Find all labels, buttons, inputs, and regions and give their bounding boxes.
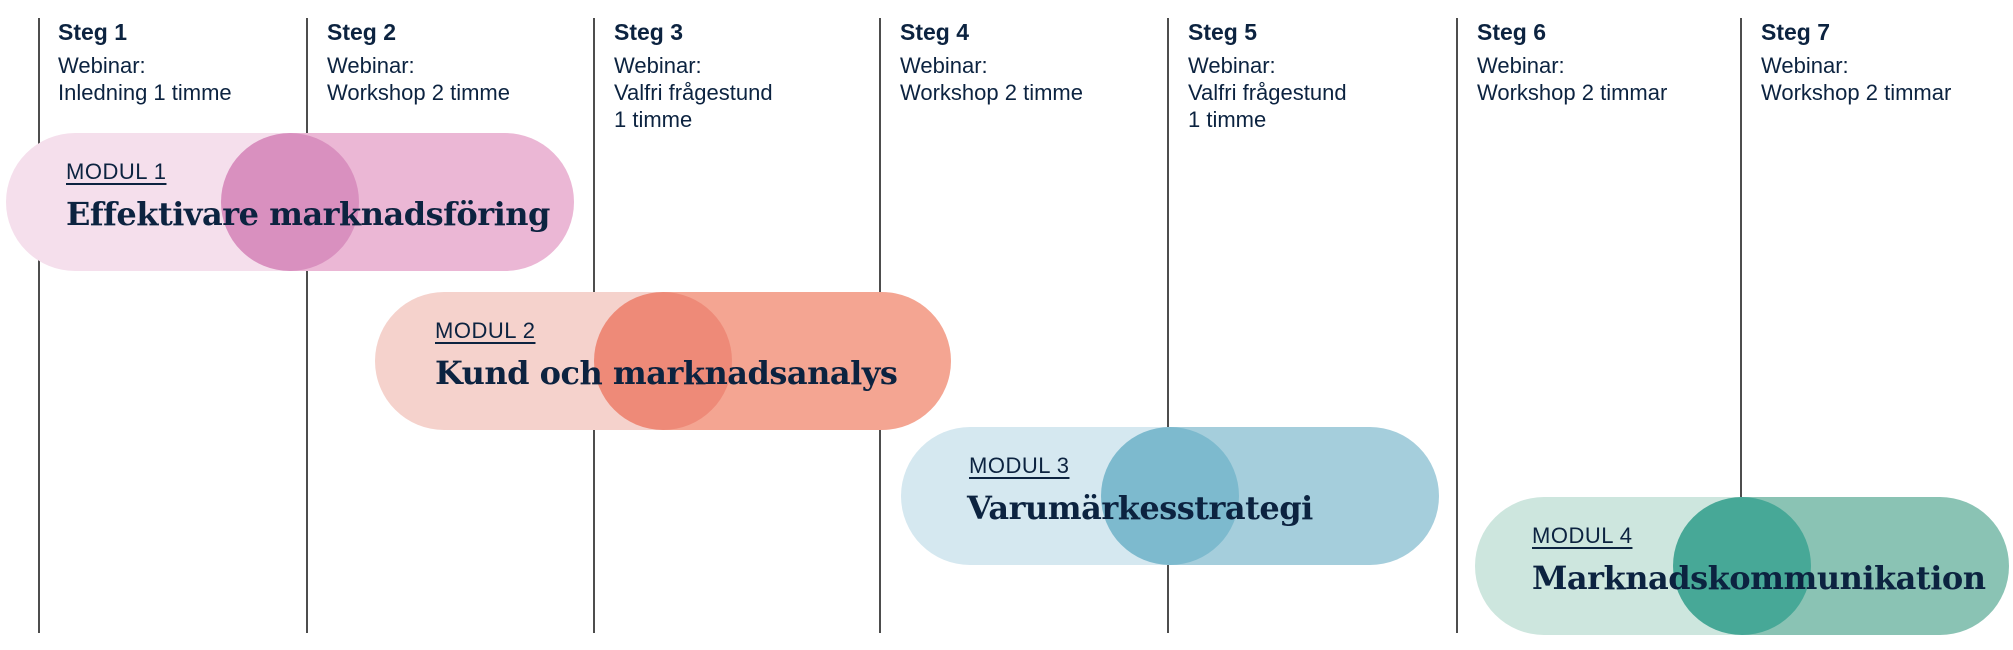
step-title: Steg 5 (1188, 19, 1258, 45)
step-6: Steg 6 Webinar: Workshop 2 timmar (1477, 18, 1747, 106)
step-title: Steg 7 (1761, 19, 1831, 45)
step-7: Steg 7 Webinar: Workshop 2 timmar (1761, 18, 2013, 106)
module-1-pill: MODUL 1 Effektivare marknadsföring (6, 133, 574, 271)
step-description: Webinar: Inledning 1 timme (58, 53, 232, 105)
step-title: Steg 1 (58, 19, 128, 45)
module-2-pill: MODUL 2 Kund och marknadsanalys (375, 292, 951, 430)
step-description: Webinar: Valfri frågestund 1 timme (1188, 53, 1347, 132)
module-title: Varumärkesstrategi (967, 489, 1313, 527)
step-description: Webinar: Workshop 2 timmar (1761, 53, 1952, 105)
module-pill-overlap-circle (1101, 427, 1239, 565)
module-title: Kund och marknadsanalys (435, 354, 898, 392)
module-title: Effektivare marknadsföring (66, 195, 550, 233)
step-divider (1456, 18, 1458, 633)
step-title: Steg 6 (1477, 19, 1547, 45)
step-5: Steg 5 Webinar: Valfri frågestund 1 timm… (1188, 18, 1458, 133)
step-divider (1740, 18, 1742, 633)
step-title: Steg 3 (614, 19, 684, 45)
step-4: Steg 4 Webinar: Workshop 2 timme (900, 18, 1170, 106)
step-divider (306, 18, 308, 633)
step-description: Webinar: Workshop 2 timmar (1477, 53, 1668, 105)
step-description: Webinar: Valfri frågestund 1 timme (614, 53, 773, 132)
step-description: Webinar: Workshop 2 timme (327, 53, 510, 105)
module-label: MODUL 1 (66, 159, 167, 184)
module-pill-overlap-circle (594, 292, 732, 430)
module-pill-overlap-circle (221, 133, 359, 271)
step-1: Steg 1 Webinar: Inledning 1 timme (58, 18, 328, 106)
step-divider (38, 18, 40, 633)
module-label: MODUL 4 (1532, 523, 1633, 548)
module-4-pill: MODUL 4 Marknadskommunikation (1475, 497, 2009, 635)
module-3-pill: MODUL 3 Varumärkesstrategi (901, 427, 1439, 565)
module-title: Marknadskommunikation (1532, 559, 1986, 597)
step-title: Steg 2 (327, 19, 397, 45)
module-label: MODUL 2 (435, 318, 536, 343)
step-3: Steg 3 Webinar: Valfri frågestund 1 timm… (614, 18, 884, 133)
step-title: Steg 4 (900, 19, 970, 45)
step-description: Webinar: Workshop 2 timme (900, 53, 1083, 105)
step-2: Steg 2 Webinar: Workshop 2 timme (327, 18, 597, 106)
step-divider (1167, 18, 1169, 633)
module-label: MODUL 3 (969, 453, 1070, 478)
module-pill-overlap-circle (1673, 497, 1811, 635)
